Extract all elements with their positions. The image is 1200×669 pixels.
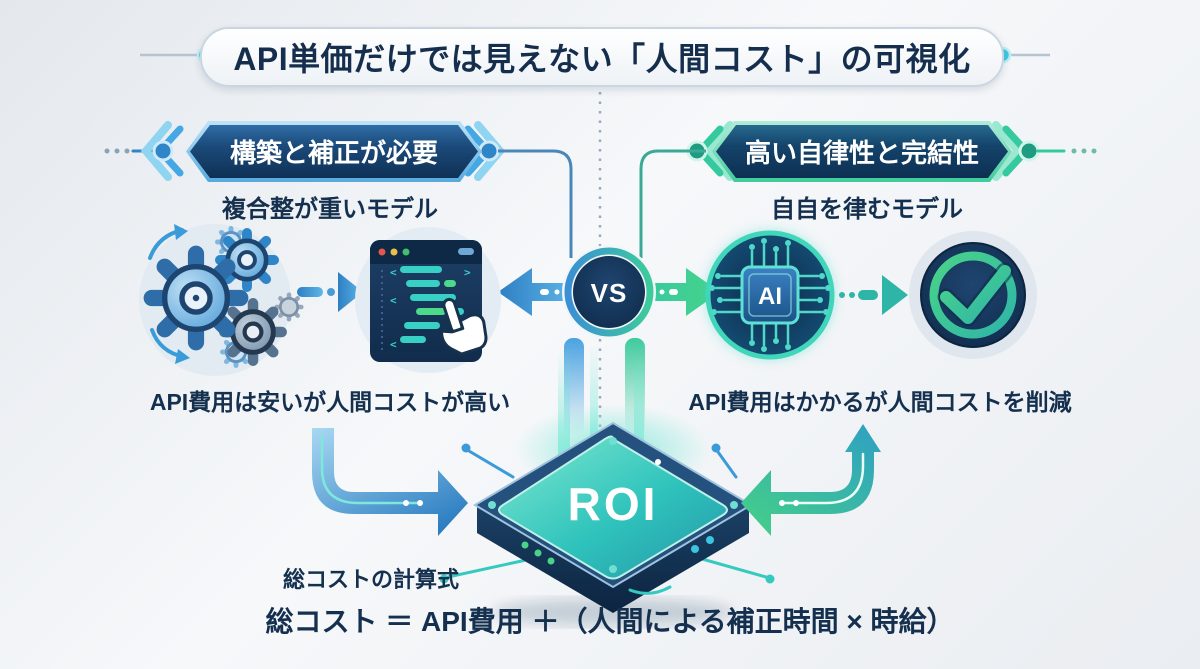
traffic-light-yellow-icon xyxy=(390,248,398,256)
ai-label: AI xyxy=(758,283,782,310)
arrow-gears-to-code xyxy=(297,272,363,312)
title-banner: API単価だけでは見えない「人間コスト」の可視化 xyxy=(200,27,1004,87)
roi-chip: ROI xyxy=(439,421,775,626)
left-banner-label: 構築と補正が必要 xyxy=(229,138,438,168)
svg-text:>: > xyxy=(464,266,471,279)
circuit-traces xyxy=(714,243,826,347)
gears-icon xyxy=(139,224,301,376)
right-description: API費用はかかるが人間コストを削減 xyxy=(688,389,1072,415)
left-description: API費用は安いが人間コストが高い xyxy=(149,389,511,415)
arrow-ai-to-check xyxy=(839,275,908,315)
arrow-left-to-roi xyxy=(312,428,468,536)
node-dot-icon xyxy=(1018,140,1040,162)
roi-label: ROI xyxy=(568,478,659,530)
right-banner: 高い自律性と完結性 xyxy=(716,125,1008,178)
traffic-light-green-icon xyxy=(402,248,410,256)
right-banner-label: 高い自律性と完結性 xyxy=(744,138,979,168)
formula-label: 総コストの計算式 xyxy=(283,567,460,592)
page-title: API単価だけでは見えない「人間コスト」の可視化 xyxy=(233,41,971,77)
arrow-right-to-roi xyxy=(741,424,881,536)
vs-label: VS xyxy=(591,278,628,308)
node-dot-icon xyxy=(478,140,500,162)
code-window-icon: < < < > xyxy=(355,227,501,373)
ai-chip-icon: AI xyxy=(705,230,835,360)
svg-text:<: < xyxy=(390,266,397,279)
node-dot-icon xyxy=(152,140,174,162)
vs-badge: VS xyxy=(562,245,656,339)
vs-arrow-left xyxy=(498,268,575,316)
code-lines xyxy=(400,266,464,343)
svg-text:<: < xyxy=(390,338,397,351)
right-subtitle: 自自を律むモデル xyxy=(771,196,963,223)
checkmark-icon xyxy=(909,231,1037,359)
traffic-light-red-icon xyxy=(378,248,386,256)
formula-equation: 総コスト ＝ API費用 ＋（人間による補正時間 × 時給） xyxy=(265,606,955,637)
left-subtitle: 複合整が重いモデル xyxy=(222,196,438,223)
svg-text:<: < xyxy=(390,294,397,307)
title-connector-right xyxy=(994,46,1050,64)
hand-cursor-icon xyxy=(440,297,488,356)
left-banner: 構築と補正が必要 xyxy=(190,125,478,178)
vs-connectors xyxy=(498,92,706,445)
